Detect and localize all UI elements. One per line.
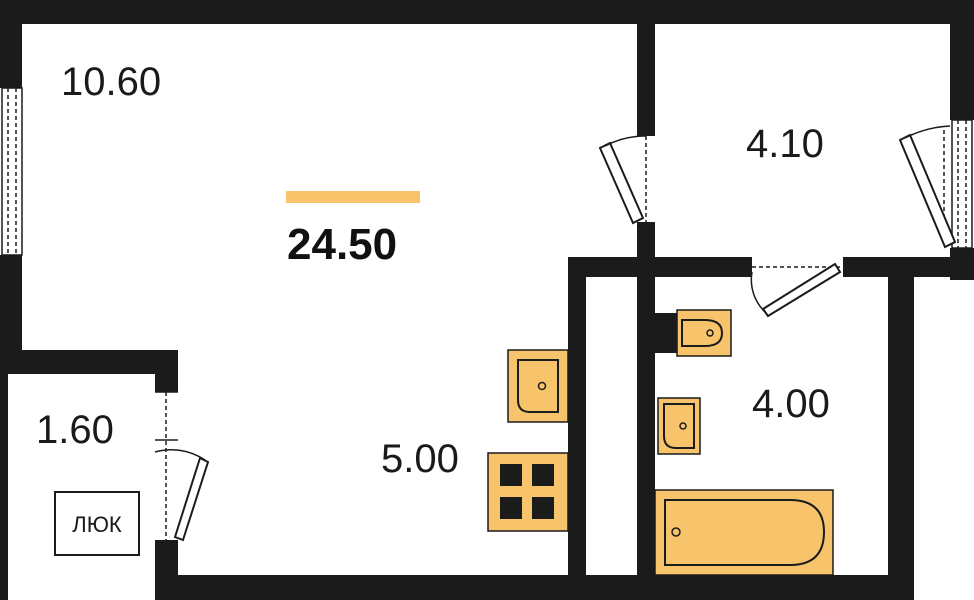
wall-bathroom-left xyxy=(637,277,655,600)
wall-storage-left-bottom xyxy=(637,222,655,277)
kitchen-sink-icon xyxy=(507,349,569,423)
room-area-closet: 1.60 xyxy=(36,408,114,452)
room-area-living: 10.60 xyxy=(61,60,161,104)
room-area-storage: 4.10 xyxy=(746,122,824,166)
door-closet xyxy=(154,391,210,542)
toilet-icon xyxy=(655,309,732,357)
hatch-label: ЛЮК xyxy=(72,512,122,537)
total-area-accent-bar xyxy=(286,191,420,203)
window-left xyxy=(1,87,23,256)
door-bathroom xyxy=(750,262,843,318)
wall-closet-top xyxy=(0,350,178,374)
hatch-box xyxy=(54,491,140,556)
wall-left-top xyxy=(0,0,22,88)
door-storage xyxy=(598,135,647,225)
wall-left-mid xyxy=(0,255,22,355)
wall-closet-right-bottom xyxy=(155,540,178,600)
room-area-bathroom: 4.00 xyxy=(752,382,830,426)
stove-icon xyxy=(487,452,569,532)
door-storage-right xyxy=(898,125,957,249)
wall-top xyxy=(0,0,974,24)
bathtub-icon xyxy=(654,489,834,576)
wall-bathroom-right xyxy=(888,257,914,600)
wall-closet-left xyxy=(0,374,8,600)
wall-closet-right-top xyxy=(155,350,178,392)
bathroom-sink-icon xyxy=(657,397,701,455)
wall-storage-bottom xyxy=(572,257,752,277)
total-area: 24.50 xyxy=(287,220,397,269)
window-right xyxy=(951,119,973,249)
wall-storage-left-top xyxy=(637,24,655,136)
wall-right-top xyxy=(950,0,974,120)
wall-corridor-left xyxy=(568,257,586,600)
room-area-kitchen: 5.00 xyxy=(381,437,459,481)
wall-bottom xyxy=(155,575,914,600)
